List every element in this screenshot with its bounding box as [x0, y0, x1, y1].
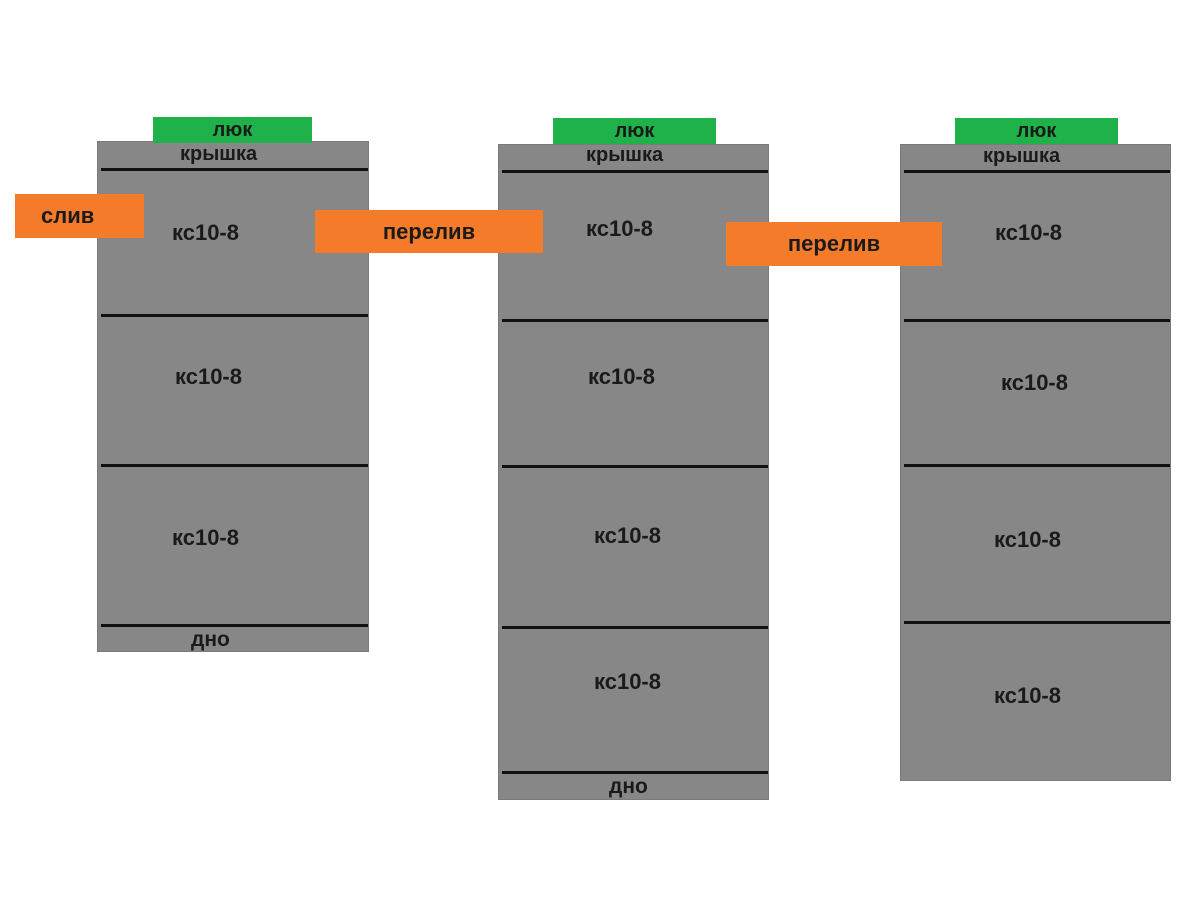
hatch-2: люк [553, 118, 716, 144]
ring-label-1-2: кс10-8 [175, 364, 242, 389]
bottom-label-2: дно [609, 775, 648, 798]
overflow-pipe-1: перелив [315, 210, 543, 253]
ring-divider [101, 464, 368, 467]
well-3 [900, 144, 1171, 781]
ring-divider [502, 626, 768, 629]
well-2 [498, 144, 769, 800]
ring-label-2-3: кс10-8 [594, 523, 661, 548]
hatch-3: люк [955, 118, 1118, 144]
cap-label-1: крышка [180, 143, 258, 165]
bottom-label-1: дно [191, 628, 230, 651]
ring-divider [904, 319, 1170, 322]
ring-label-1-3: кс10-8 [172, 525, 239, 550]
ring-divider [502, 465, 768, 468]
cap-divider [101, 168, 368, 171]
ring-label-3-1: кс10-8 [995, 220, 1062, 245]
ring-label-1-1: кс10-8 [172, 220, 239, 245]
bottom-divider [502, 771, 768, 774]
ring-divider [904, 621, 1170, 624]
ring-divider [101, 314, 368, 317]
cap-label-2: крышка [586, 144, 664, 166]
hatch-1: люк [153, 117, 312, 143]
ring-label-2-1: кс10-8 [586, 216, 653, 241]
ring-label-2-2: кс10-8 [588, 364, 655, 389]
ring-label-3-4: кс10-8 [994, 683, 1061, 708]
drain-pipe: слив [15, 194, 144, 238]
ring-label-3-2: кс10-8 [1001, 370, 1068, 395]
ring-divider [904, 464, 1170, 467]
ring-label-2-4: кс10-8 [594, 669, 661, 694]
overflow-pipe-2: перелив [726, 222, 942, 266]
bottom-divider [101, 624, 368, 627]
ring-label-3-3: кс10-8 [994, 527, 1061, 552]
cap-divider [904, 170, 1170, 173]
ring-divider [502, 319, 768, 322]
cap-divider [502, 170, 768, 173]
cap-label-3: крышка [983, 145, 1061, 167]
